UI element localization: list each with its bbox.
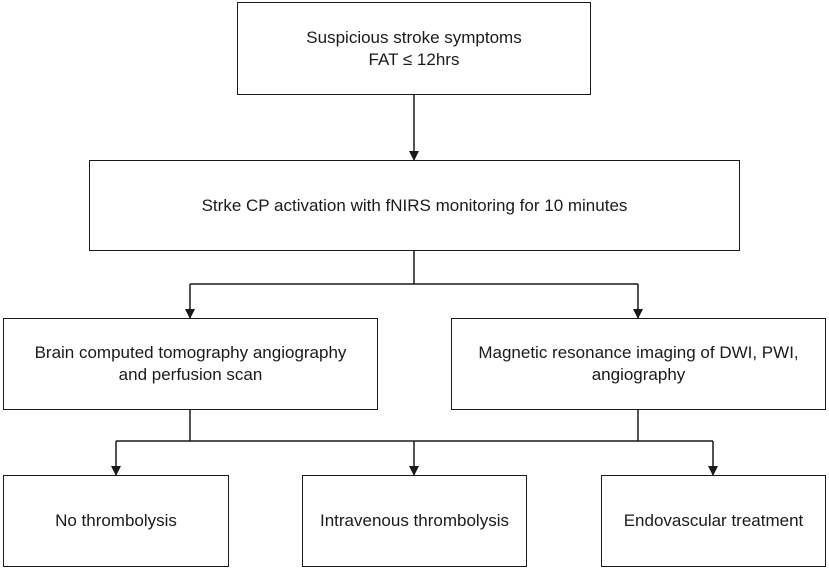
node-iv-thrombolysis-label: Intravenous thrombolysis xyxy=(320,511,509,530)
node-mri-line1: Magnetic resonance imaging of DWI, PWI, xyxy=(478,343,799,362)
node-no-thrombolysis: No thrombolysis xyxy=(3,475,229,567)
node-no-thrombolysis-label: No thrombolysis xyxy=(55,511,177,530)
node-endovascular-label: Endovascular treatment xyxy=(623,511,804,530)
node-symptoms-line2: FAT ≤ 12hrs xyxy=(368,49,460,69)
node-symptoms: Suspicious stroke symptoms FAT ≤ 12hrs xyxy=(237,2,591,95)
node-mri-line2: angiography xyxy=(591,365,686,384)
node-symptoms-line1: Suspicious stroke symptoms xyxy=(306,27,522,47)
node-mri: Magnetic resonance imaging of DWI, PWI, … xyxy=(451,318,826,410)
node-ct-line2: and perfusion scan xyxy=(118,365,263,384)
node-activation: Strke CP activation with fNIRS monitorin… xyxy=(89,160,740,251)
node-ct: Brain computed tomography angiography an… xyxy=(3,318,378,410)
node-endovascular: Endovascular treatment xyxy=(601,475,826,567)
node-iv-thrombolysis: Intravenous thrombolysis xyxy=(302,475,527,567)
node-ct-line1: Brain computed tomography angiography xyxy=(34,343,347,362)
node-activation-label: Strke CP activation with fNIRS monitorin… xyxy=(201,195,628,215)
